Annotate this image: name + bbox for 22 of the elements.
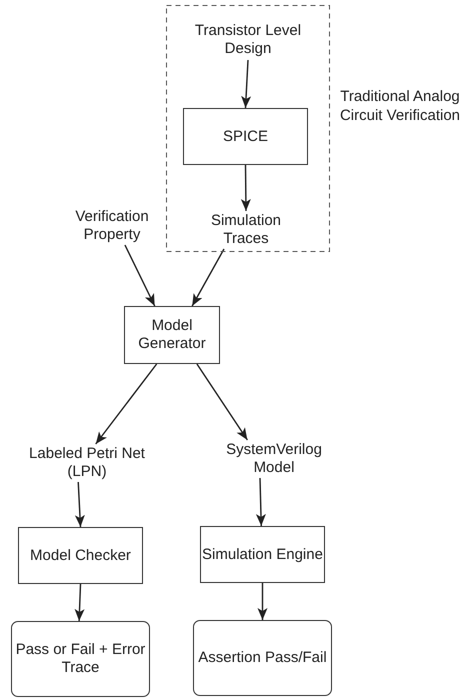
arrow bbox=[74, 584, 85, 622]
process-box: Model Generator bbox=[124, 306, 220, 364]
arrow bbox=[196, 364, 248, 440]
flow-text: Verification Property bbox=[74, 208, 150, 244]
process-box: Model Checker bbox=[18, 527, 143, 584]
arrow bbox=[192, 248, 225, 306]
process-box: SPICE bbox=[183, 108, 308, 165]
flow-text: Transistor Level Design bbox=[194, 22, 302, 58]
result-box: Assertion Pass/Fail bbox=[193, 620, 332, 696]
flow-text: Simulation Traces bbox=[210, 212, 282, 248]
arrow bbox=[240, 165, 251, 211]
process-box: Simulation Engine bbox=[200, 526, 325, 583]
group-heading: Traditional Analog Circuit Verification bbox=[338, 87, 462, 125]
arrow bbox=[258, 583, 268, 620]
arrow bbox=[95, 364, 158, 444]
arrow bbox=[124, 244, 156, 306]
arrow bbox=[241, 60, 252, 108]
arrow bbox=[74, 482, 85, 528]
result-box: Pass or Fail + Error Trace bbox=[11, 621, 150, 697]
arrow bbox=[256, 478, 266, 526]
flow-text: Labeled Petri Net (LPN) bbox=[28, 445, 146, 481]
flow-text: SystemVerilog Model bbox=[225, 441, 323, 477]
